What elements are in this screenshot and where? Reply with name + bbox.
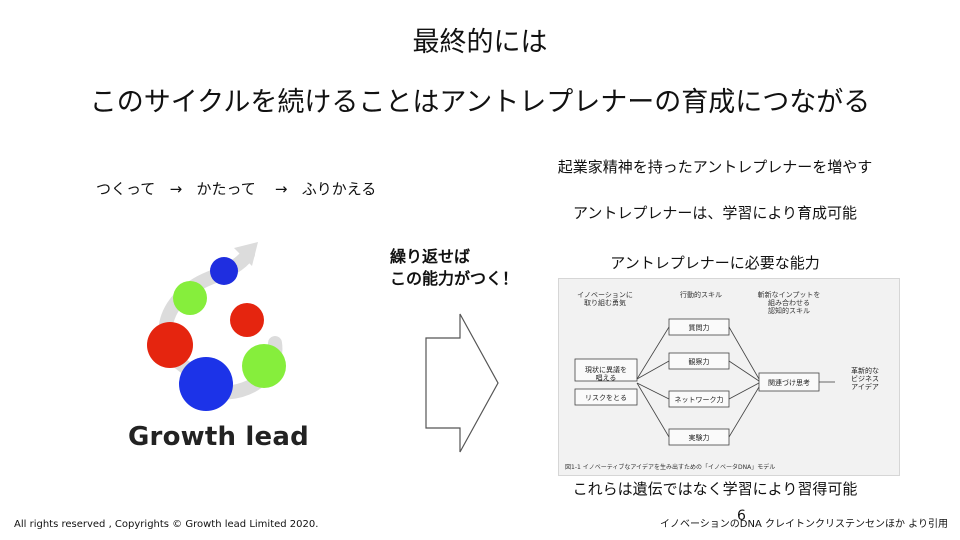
- repeat-line1: 繰り返せば: [390, 247, 471, 266]
- col1-label-line1: イノベーションに取り組む勇気: [577, 291, 633, 307]
- entrepreneur-line1: 起業家精神を持ったアントレプレナーを増やす: [557, 158, 873, 176]
- entrepreneur-line4: これらは遺伝ではなく学習により習得可能: [572, 480, 858, 498]
- box-networking-label: ネットワーク力: [675, 395, 724, 404]
- logo-dot-big-blue: [179, 357, 233, 411]
- cycle-flow: つくって → かたって → ふりかえる: [96, 178, 376, 199]
- box-experimenting-label: 実験力: [689, 433, 710, 442]
- copyright-footer: All rights reserved , Copyrights © Growt…: [14, 519, 319, 530]
- diagram-caption: 図1-1 イノベーティブなアイデアを生み出すための「イノベータDNA」モデル: [565, 463, 775, 471]
- innovator-dna-svg: イノベーションに取り組む勇気 行動的スキル 斬新なインプットを組み合わせる認知的…: [565, 290, 879, 471]
- logo-dot-green-right: [242, 344, 286, 388]
- growth-lead-logo-icon: [147, 242, 286, 411]
- col2-label: 行動的スキル: [680, 290, 722, 299]
- cycle-step-talk: かたって: [196, 180, 256, 198]
- repeat-line2: この能力がつく！: [390, 269, 519, 288]
- logo-dot-small-blue: [210, 257, 238, 285]
- page-title-line1: 最終的には: [412, 27, 548, 58]
- page-number: 6: [737, 508, 746, 524]
- repeat-callout: 繰り返せば この能力がつく！: [390, 246, 518, 290]
- box-challenge: [574, 358, 638, 382]
- cycle-step-reflect: ふりかえる: [301, 180, 377, 198]
- page-title-line2: このサイクルを続けることはアントレプレナーの育成につながる: [89, 87, 871, 118]
- entrepreneur-line2: アントレプレナーは、学習により育成可能: [572, 204, 858, 222]
- innovator-dna-diagram: イノベーションに取り組む勇気 行動的スキル 斬新なインプットを組み合わせる認知的…: [558, 278, 900, 476]
- entrepreneur-line3: アントレプレナーに必要な能力: [610, 254, 820, 272]
- logo-dot-red-left: [147, 322, 193, 368]
- box-risk: [574, 388, 638, 406]
- box-associating-label: 関連づけ思考: [768, 378, 810, 387]
- result-label: 革新的なビジネスアイデア: [851, 366, 879, 391]
- box-questioning-label: 質問力: [689, 323, 710, 332]
- cycle-step-make: つくって: [96, 180, 156, 198]
- col3-label: 斬新なインプットを組み合わせる認知的スキル: [758, 290, 821, 315]
- citation-footer: イノベーションのDNA クレイトンクリステンセンほか より引用: [660, 519, 948, 530]
- box-observing-label: 観察力: [689, 357, 710, 366]
- logo-dot-green-top: [173, 281, 207, 315]
- box-risk-label: リスクをとる: [585, 394, 627, 402]
- logo-dot-red-right: [230, 303, 264, 337]
- arrow-icon: →: [169, 180, 183, 198]
- swirl-arrow-head: [234, 242, 258, 266]
- box-challenge-label: 現状に異議を唱える: [585, 365, 627, 382]
- arrow-icon: →: [274, 180, 288, 198]
- outline-arrow-icon: [425, 313, 499, 453]
- logo-text: Growth lead: [128, 422, 309, 452]
